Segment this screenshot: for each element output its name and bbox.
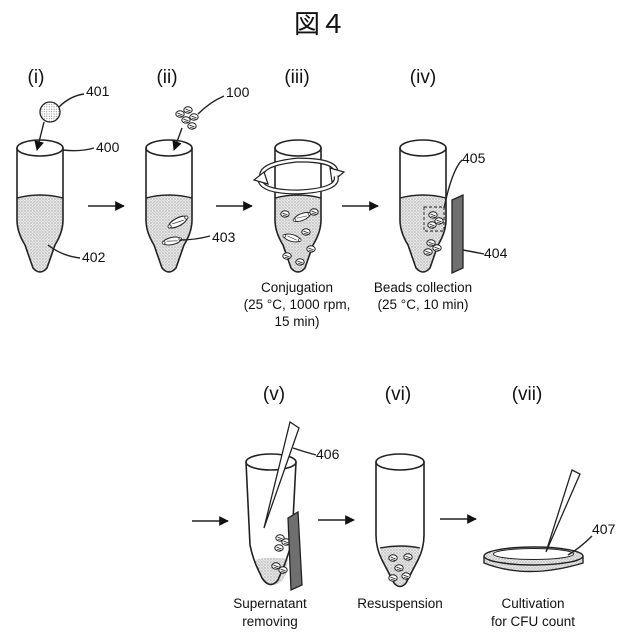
- step-label-i: (i): [28, 67, 45, 88]
- leader-400: [63, 148, 94, 151]
- caption-v-line1: Supernatant: [233, 596, 307, 611]
- ref-401: 401: [86, 83, 110, 99]
- step-label-iv: (iv): [410, 67, 436, 88]
- ref-400: 400: [96, 139, 120, 155]
- step-label-ii: (ii): [156, 67, 177, 88]
- pipette-icon: [546, 470, 580, 552]
- tube-vi: [376, 454, 424, 587]
- leader-100: [198, 96, 224, 114]
- petri-dish-icon: [484, 547, 583, 572]
- ref-406: 406: [316, 446, 340, 462]
- magnet-icon: [288, 512, 302, 590]
- ref-100: 100: [226, 84, 250, 100]
- tube-i: [17, 140, 63, 272]
- bacteria-cluster-icon: [176, 107, 198, 129]
- caption-vii-line2: for CFU count: [491, 614, 575, 629]
- tube-iv: [400, 140, 446, 272]
- rotation-icon: [254, 160, 344, 192]
- bead-icon: [40, 102, 60, 122]
- caption-iv-line1: Beads collection: [374, 280, 472, 295]
- ref-403: 403: [212, 229, 236, 245]
- step-label-vi: (vi): [385, 384, 411, 405]
- caption-iii-line2: (25 °C, 1000 rpm,: [244, 297, 351, 312]
- caption-v-line2: removing: [242, 614, 298, 629]
- step-label-v: (v): [263, 384, 285, 405]
- tube-ii: [146, 140, 192, 272]
- ref-404: 404: [484, 245, 508, 261]
- leader-406: [293, 448, 316, 455]
- caption-iii-line3: 15 min): [274, 314, 319, 329]
- caption-iii-line1: Conjugation: [261, 280, 333, 295]
- step-label-vii: (vii): [512, 384, 543, 405]
- magnet-icon: [452, 195, 463, 273]
- caption-vii-line1: Cultivation: [501, 596, 564, 611]
- figure-title: 図４: [294, 9, 346, 39]
- ref-405: 405: [462, 150, 486, 166]
- caption-vi-line1: Resuspension: [357, 596, 443, 611]
- step-label-iii: (iii): [284, 67, 309, 88]
- ref-407: 407: [592, 521, 616, 537]
- leader-401: [59, 94, 84, 107]
- caption-iv-line2: (25 °C, 10 min): [378, 297, 469, 312]
- leader-404: [463, 250, 484, 254]
- ref-402: 402: [82, 249, 106, 265]
